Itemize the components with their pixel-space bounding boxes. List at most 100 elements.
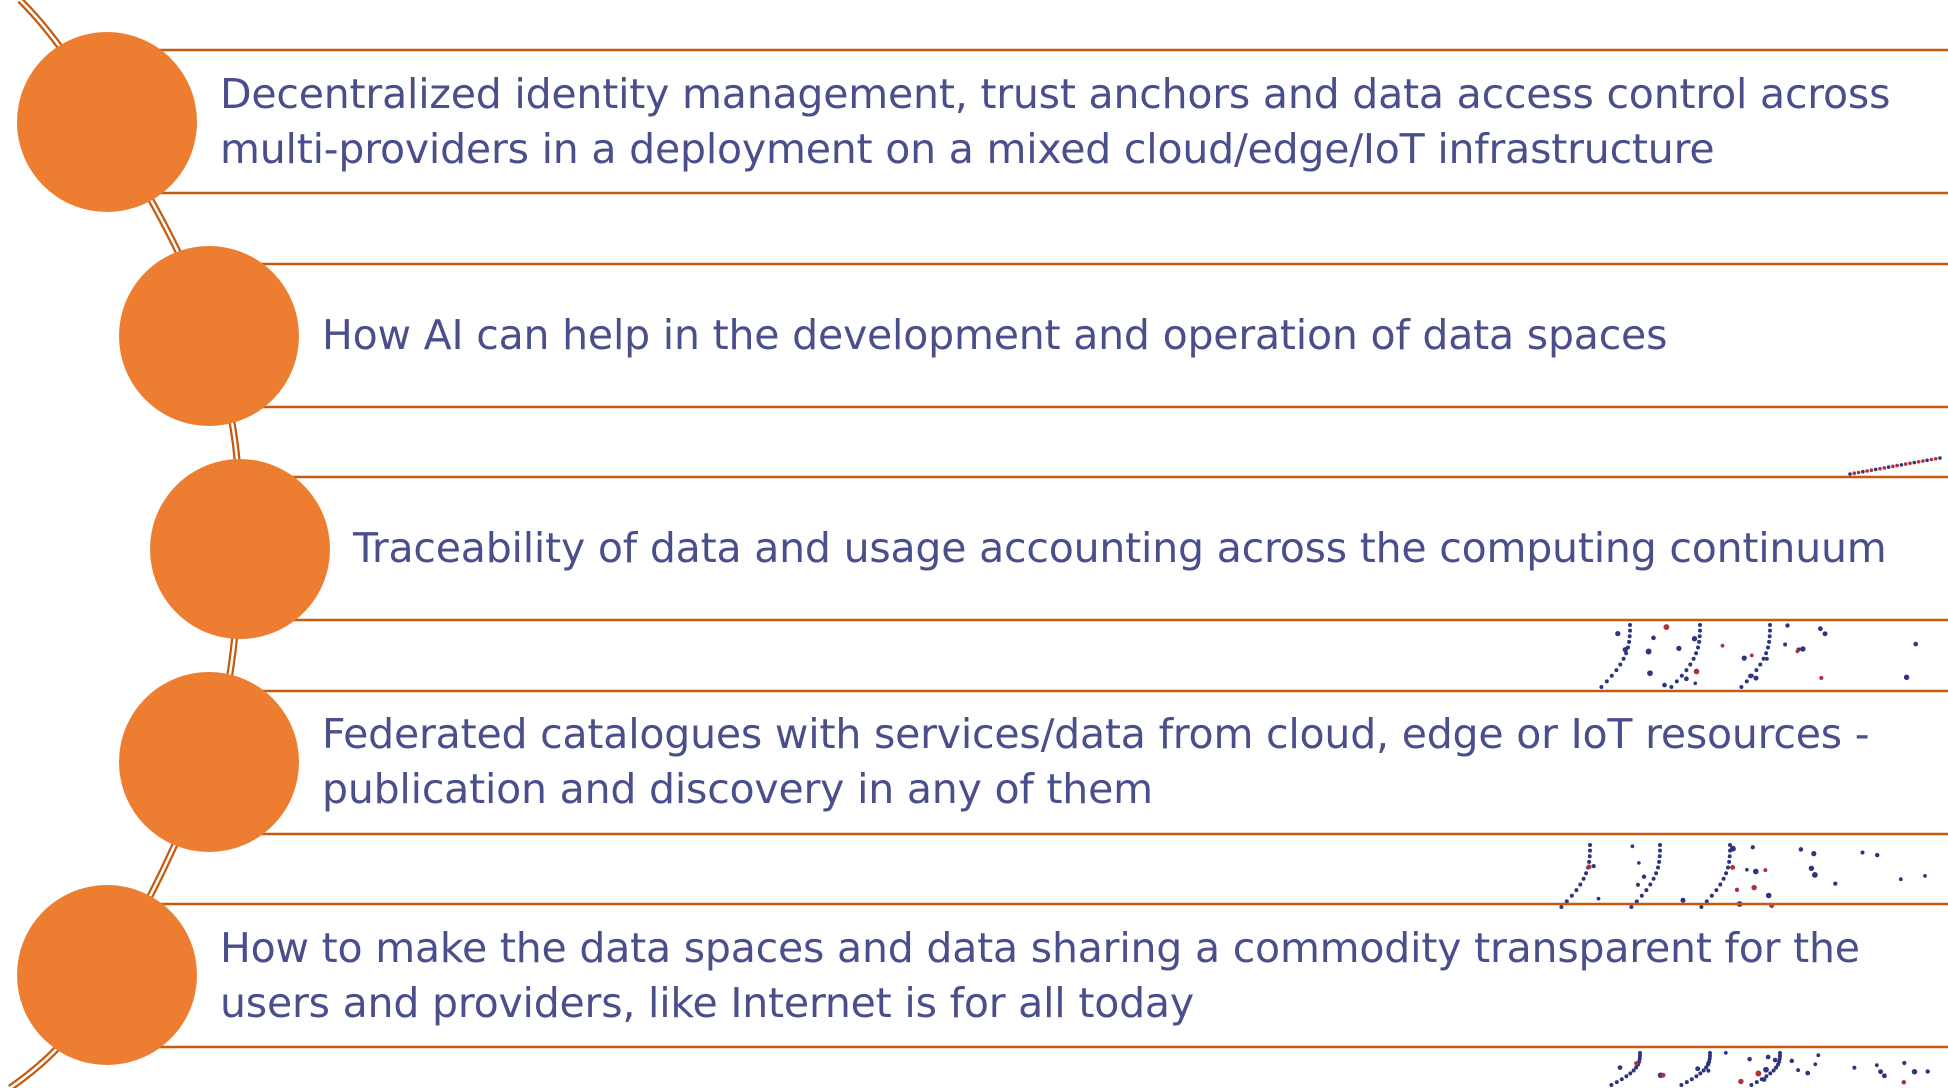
decorative-dot — [1752, 868, 1759, 875]
decorative-dot — [1704, 899, 1709, 904]
decorative-dot — [1578, 882, 1583, 887]
decorative-dot — [1721, 876, 1726, 881]
timeline-bullet-circle — [17, 885, 197, 1065]
decorative-dot — [1720, 643, 1725, 648]
decorative-dot — [1739, 685, 1744, 689]
decorative-dot — [1778, 1053, 1782, 1058]
decorative-dot — [1741, 655, 1747, 661]
decorative-dot — [1614, 1080, 1619, 1085]
decorative-dot — [1745, 867, 1749, 872]
decorative-dot — [1694, 1074, 1699, 1079]
item-4-line-1: Federated catalogues with services/data … — [322, 710, 1870, 758]
decorative-dot — [1648, 882, 1653, 887]
decorative-dot — [1662, 682, 1667, 688]
decorative-dot — [1588, 848, 1592, 853]
decorative-dot — [1559, 905, 1564, 909]
decorative-dot — [1587, 854, 1592, 859]
decorative-dot — [1758, 662, 1763, 667]
decorative-dot — [1800, 646, 1806, 652]
item-2-line-1: How AI can help in the development and o… — [322, 311, 1668, 359]
decorative-dot — [1925, 1069, 1930, 1074]
decorative-dot — [1574, 888, 1579, 893]
decorative-dot — [1852, 471, 1857, 476]
decorative-dot — [1891, 464, 1895, 469]
decorative-dot — [1714, 888, 1719, 893]
decorative-dot — [1753, 675, 1759, 681]
decorative-dot — [1754, 668, 1759, 673]
decorative-dot — [1701, 1068, 1706, 1073]
decorative-dot — [1744, 679, 1749, 684]
decorative-dot — [1696, 645, 1700, 650]
decorative-dot — [1764, 656, 1769, 661]
decorative-dot — [1651, 635, 1656, 641]
timeline-item-4 — [119, 672, 1948, 852]
decorative-dot — [1785, 623, 1790, 628]
decorative-dot — [1609, 1083, 1614, 1087]
decorative-dot — [1604, 679, 1609, 684]
decorative-dot — [1691, 656, 1696, 661]
decorative-dot — [1628, 1071, 1633, 1076]
decorative-dot — [1750, 845, 1755, 850]
decorative-dot — [1599, 685, 1604, 689]
decorative-dot — [1693, 681, 1698, 686]
decorative-dot — [1641, 874, 1647, 879]
decorative-dot — [1767, 634, 1772, 639]
item-3-line-1: Traceability of data and usage accountin… — [353, 524, 1887, 572]
decorative-dot — [1637, 861, 1641, 865]
decorative-dot — [1765, 892, 1772, 899]
decorative-dot — [1921, 459, 1925, 463]
decorative-dot — [1694, 651, 1699, 656]
decorative-dot — [1798, 847, 1804, 852]
timeline-bullet-circle — [119, 672, 299, 852]
decorative-dot — [1933, 457, 1938, 461]
item-2-text: How AI can help in the development and o… — [322, 308, 1667, 363]
decorative-dot — [1676, 645, 1682, 652]
decorative-dot — [1929, 457, 1934, 462]
decorative-dot — [1627, 634, 1632, 639]
decorative-dot — [1749, 653, 1754, 658]
decorative-dot — [1734, 887, 1740, 893]
decorative-dot — [1697, 634, 1702, 639]
decorative-dot — [1754, 1080, 1759, 1085]
decorative-dot — [1630, 844, 1635, 849]
decorative-dot — [1764, 651, 1769, 656]
decorative-dot — [1697, 639, 1702, 644]
decorative-dot — [1596, 896, 1601, 901]
decorative-dot — [1874, 852, 1880, 858]
decorative-dot — [1776, 1062, 1780, 1067]
decorative-dot — [1819, 675, 1824, 680]
decorative-dot — [1638, 1053, 1642, 1058]
timeline-item-3 — [150, 459, 1948, 639]
decorative-dot — [1869, 468, 1874, 473]
decorative-dot — [1709, 893, 1714, 898]
decorative-dot — [1865, 469, 1869, 473]
decorative-dot — [1706, 1061, 1711, 1066]
decorative-dot — [1938, 456, 1942, 460]
decorative-dot — [1651, 876, 1656, 881]
decorative-dot — [1816, 1053, 1821, 1058]
decorative-dot — [1656, 865, 1660, 870]
item-5-line-2: users and providers, like Internet is fo… — [220, 979, 1194, 1027]
decorative-dot — [1818, 626, 1823, 632]
decorative-dot — [1903, 462, 1908, 466]
decorative-dot — [1822, 631, 1828, 637]
decorative-dot — [1761, 656, 1766, 661]
decorative-dot — [1738, 1078, 1744, 1085]
decorative-dot — [1634, 899, 1639, 904]
decorative-dot — [1747, 1056, 1752, 1062]
decorative-dot — [1848, 472, 1852, 476]
decorative-dot — [1622, 646, 1628, 653]
decorative-dot — [1766, 645, 1770, 650]
decorative-dot — [1658, 848, 1662, 853]
decorative-dot — [1669, 685, 1674, 689]
decorative-dot — [1913, 641, 1919, 647]
decorative-dot — [1684, 668, 1689, 673]
decorative-dot — [1588, 843, 1592, 847]
decorative-dot — [1679, 1083, 1684, 1087]
item-4-text: Federated catalogues with services/data … — [322, 707, 1870, 817]
decorative-dot — [1901, 1080, 1907, 1085]
decorative-dot — [1644, 888, 1649, 893]
decorative-dot — [1908, 461, 1912, 466]
decorative-dot — [1916, 460, 1921, 464]
timeline-item-5 — [17, 885, 1948, 1065]
